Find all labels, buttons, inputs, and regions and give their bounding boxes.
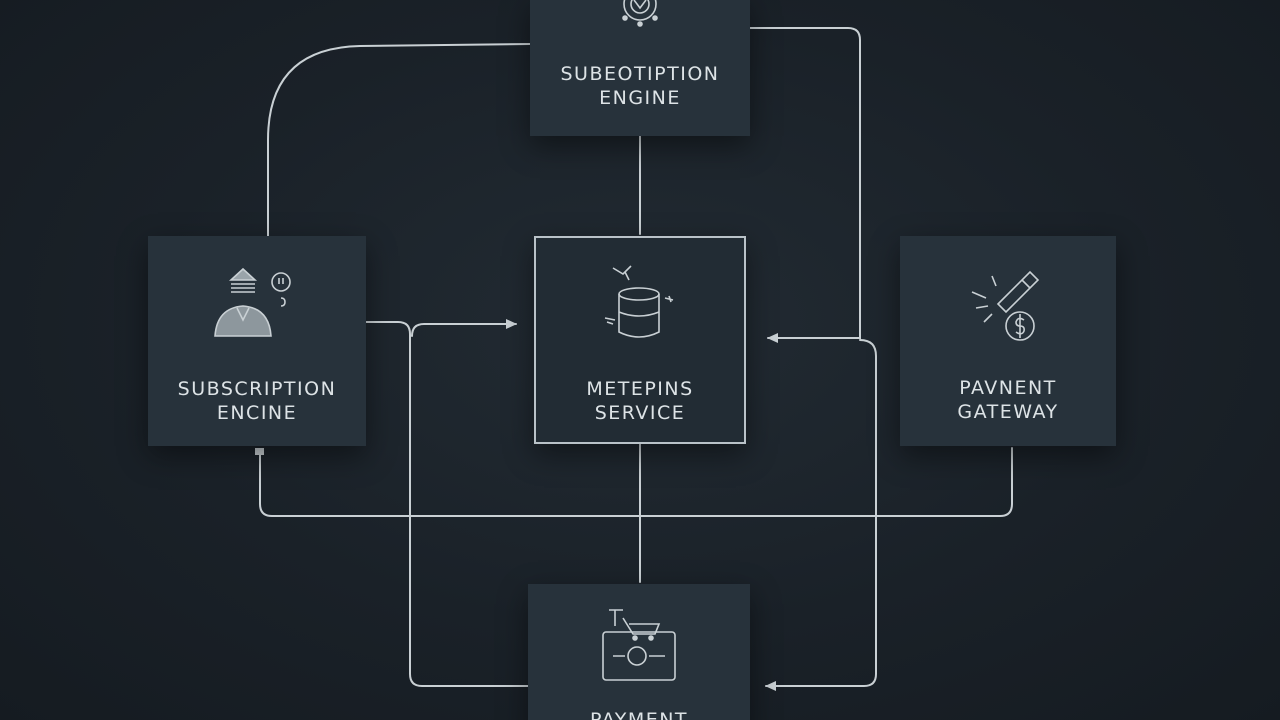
connector-top-loop-to-center bbox=[749, 27, 861, 343]
node-metering-service[interactable]: METEPINS SERVICE bbox=[534, 236, 746, 444]
connector-port bbox=[255, 448, 264, 455]
user-icon bbox=[214, 267, 291, 337]
node-label-line1: PAVNENT bbox=[959, 377, 1057, 399]
node-label-line1: METEPINS bbox=[586, 378, 694, 400]
node-label-line2: SERVICE bbox=[594, 402, 686, 424]
node-label: PAVNENT GATEWAY bbox=[900, 376, 1116, 424]
node-label-line2: ENCINE bbox=[216, 402, 298, 424]
database-icon bbox=[604, 265, 674, 338]
connector-left-to-right bbox=[259, 447, 1013, 517]
node-label: SUBSCRIPTION ENCINE bbox=[148, 377, 366, 425]
node-label-line2: GATEWAY bbox=[957, 401, 1059, 423]
connector-right-to-bottom bbox=[765, 339, 877, 691]
node-subscription-engine-top[interactable]: SUBEOTIPTION ENGINE bbox=[530, 0, 750, 136]
node-subscription-engine-left[interactable]: SUBSCRIPTION ENCINE bbox=[148, 236, 366, 446]
node-label-line1: SUBSCRIPTION bbox=[177, 378, 337, 400]
node-label-line1: PAYMENT bbox=[589, 709, 689, 720]
invoice-icon bbox=[602, 609, 676, 681]
payment-card-icon bbox=[971, 270, 1040, 341]
gear-icon bbox=[622, 0, 658, 27]
connector-left-to-center bbox=[365, 321, 529, 687]
node-label: METEPINS SERVICE bbox=[536, 377, 744, 425]
node-payment-bottom[interactable]: PAYMENT bbox=[528, 584, 750, 720]
node-payment-gateway[interactable]: PAVNENT GATEWAY bbox=[900, 236, 1116, 446]
node-label-line2: ENGINE bbox=[599, 87, 681, 109]
node-label: PAYMENT bbox=[528, 708, 750, 720]
node-label: SUBEOTIPTION ENGINE bbox=[530, 62, 750, 110]
connector-left-to-top bbox=[267, 43, 531, 237]
node-label-line1: SUBEOTIPTION bbox=[560, 63, 720, 85]
connector-loop-to-center bbox=[411, 319, 517, 337]
